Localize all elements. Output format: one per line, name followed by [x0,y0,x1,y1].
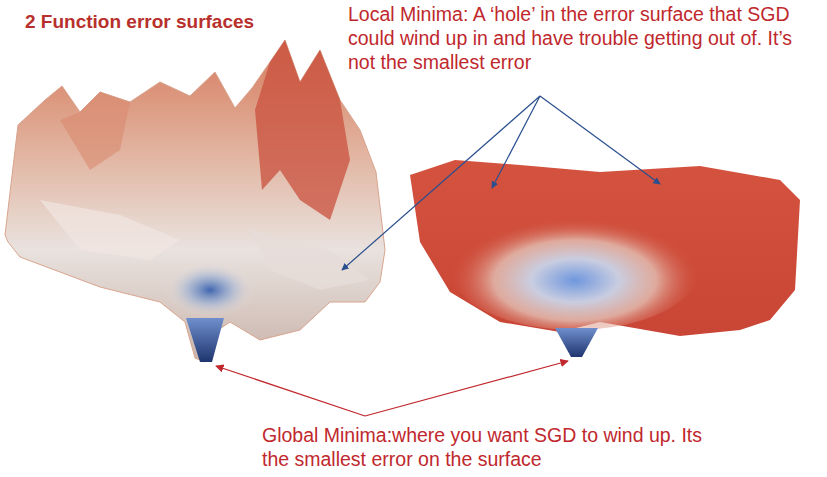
callout-note: Local Minima: A ‘hole’ in the error surf… [348,2,818,74]
diagram-title: 2 Function error surfaces [25,10,345,34]
callout-note: Global Minima:where you want SGD to wind… [262,423,717,471]
